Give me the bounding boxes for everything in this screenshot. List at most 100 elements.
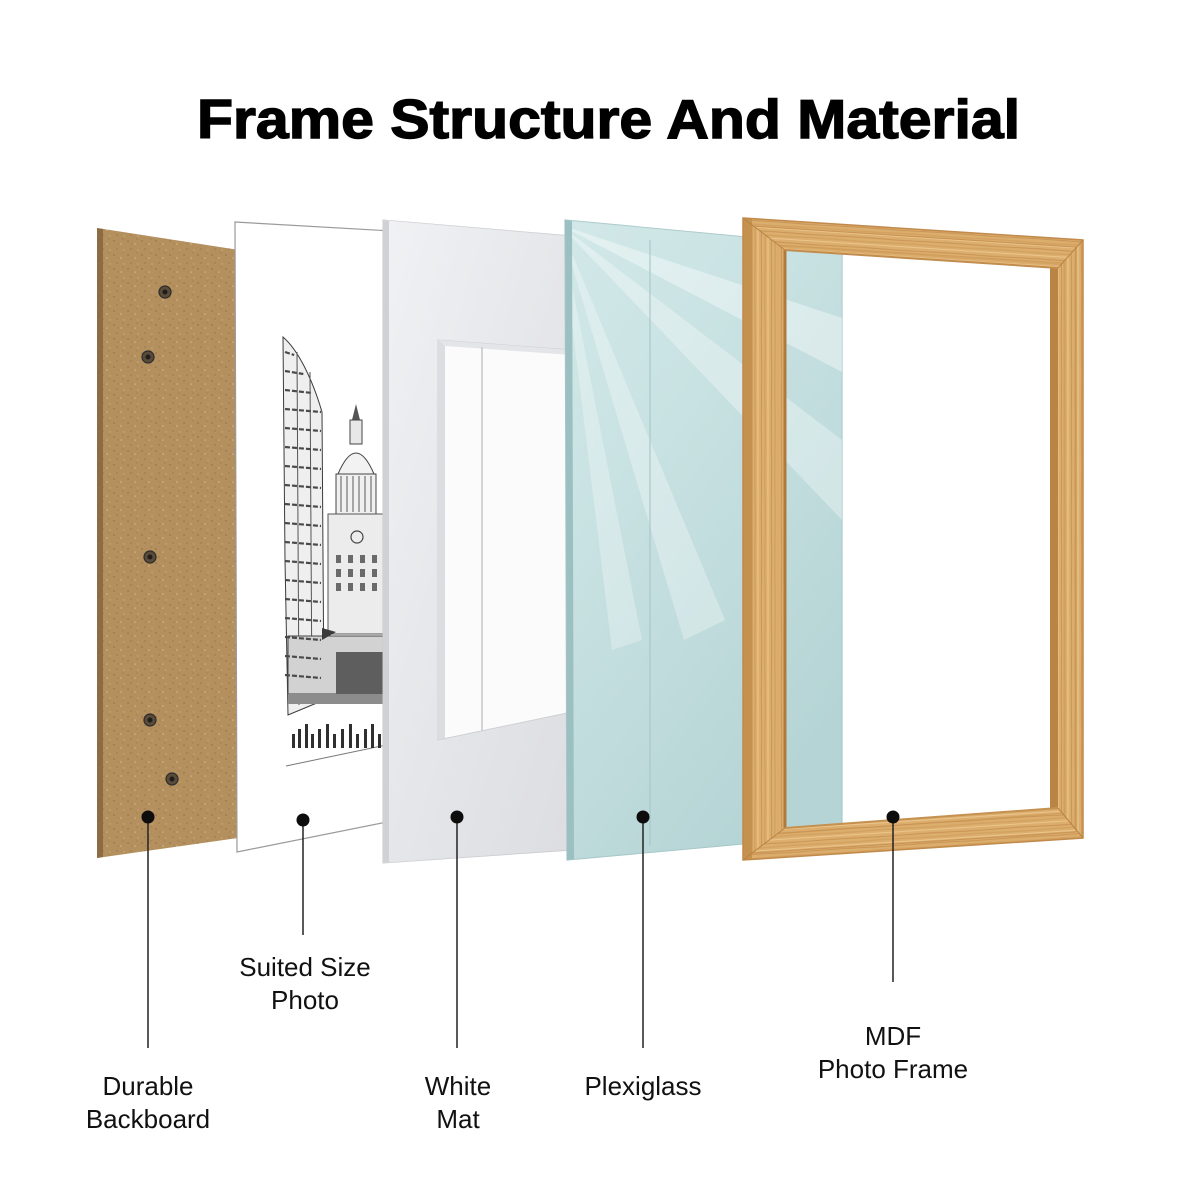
- backboard-screw: [158, 285, 172, 299]
- sketch-pedestrian: [292, 734, 295, 748]
- sketch-window-row: [284, 388, 313, 395]
- light-ray: [565, 225, 725, 640]
- screw-center: [162, 289, 168, 295]
- sketch-tower-window: [348, 569, 353, 577]
- photo-layer: [234, 221, 393, 853]
- sketch-tower-window: [360, 583, 365, 591]
- sketch-window-row: [284, 654, 322, 661]
- sketch-tower-window: [360, 569, 365, 577]
- frame-miter-joint: [1057, 239, 1084, 269]
- sketch-window-row: [284, 540, 322, 547]
- screw-center: [169, 776, 175, 782]
- plexiglass-edge: [565, 220, 574, 860]
- sketch-pedestrian: [341, 729, 344, 748]
- mat-bevel-left: [438, 340, 445, 740]
- sketch-window-row: [284, 350, 295, 357]
- sketch-tower-window: [372, 569, 377, 577]
- sketch-awning: [288, 694, 386, 704]
- page-title: Frame Structure And Material: [197, 88, 1020, 150]
- light-ray: [565, 225, 642, 650]
- sketch-pedestrian: [311, 734, 314, 748]
- sketch-tower-window: [372, 555, 377, 563]
- frame-profile-lip: [751, 225, 1077, 854]
- sketch-tower-window: [336, 555, 341, 563]
- sketch-pedestrian: [305, 724, 308, 748]
- label-photo: Suited Size Photo: [239, 813, 371, 1015]
- frame-inner-bottom-edge: [784, 807, 1059, 829]
- sketch-tower-window: [336, 583, 341, 591]
- sketch-window-row: [284, 483, 322, 490]
- frame-inner-top-edge: [784, 249, 1059, 269]
- mat-edge: [383, 220, 389, 863]
- screw-center: [145, 354, 151, 360]
- sketch-window-row: [284, 673, 322, 680]
- frame-miter-joint: [1057, 807, 1084, 839]
- sketch-pedestrian: [298, 729, 301, 748]
- sketch-tower-window: [348, 555, 353, 563]
- sketch-window-row: [284, 502, 322, 509]
- sketch-ground: [285, 744, 386, 767]
- backboard-layer: [97, 228, 252, 858]
- label-plexiglass: Plexiglass: [584, 810, 702, 1101]
- frame-left-grain: [743, 218, 785, 860]
- label-backboard: Durable Backboard: [86, 810, 210, 1134]
- sketch-bus: [336, 652, 386, 696]
- sketch-flag: [322, 628, 336, 640]
- frame-profile-bevel: [777, 244, 1065, 835]
- frame-miter-joint: [742, 827, 786, 861]
- photo-label-line1: Suited Size: [239, 952, 371, 982]
- sketch-tower-spire: [352, 404, 360, 420]
- sketch-window-row: [284, 445, 322, 452]
- sketch-window-row: [284, 464, 322, 471]
- backboard-screw: [143, 713, 157, 727]
- sketch-pedestrian: [364, 729, 367, 748]
- label-mat: White Mat: [425, 810, 491, 1134]
- frame-right-grain: [1058, 240, 1083, 838]
- backboard-label-line1: Durable: [102, 1071, 193, 1101]
- backboard-label-line2: Backboard: [86, 1104, 210, 1134]
- sketch-details: [284, 350, 381, 748]
- label-frame: MDF Photo Frame: [818, 810, 968, 1084]
- mat-bevel-top: [438, 340, 572, 355]
- plexiglass-marker-dot: [636, 810, 650, 824]
- mat-marker-dot: [450, 810, 464, 824]
- sketch-tower-clock: [350, 530, 364, 544]
- sketch-pedestrian: [371, 724, 374, 748]
- frame-bottom-grain: [743, 808, 1083, 860]
- sketch-tower-window: [372, 583, 377, 591]
- sketch-tower-window: [360, 555, 365, 563]
- sketch-window-row: [284, 407, 322, 414]
- mat-label-line1: White: [425, 1071, 491, 1101]
- mat-layer: [382, 219, 573, 864]
- sketch-window-row: [284, 597, 322, 604]
- sketch-window-row: [284, 616, 322, 623]
- frame-miter-joint: [742, 217, 786, 251]
- sketch-window-row: [284, 578, 322, 585]
- sketch-window-row: [284, 521, 322, 528]
- sketch-tower-lantern: [349, 419, 363, 445]
- sketch-pedestrian: [356, 734, 359, 748]
- sketch-tower-window: [336, 569, 341, 577]
- backboard-screw: [165, 772, 179, 786]
- mat-label-line2: Mat: [436, 1104, 480, 1134]
- sketch-dome-drum: [335, 473, 377, 515]
- screw-center: [147, 717, 153, 723]
- sketch-pedestrian: [326, 724, 329, 748]
- backboard-screw: [143, 550, 157, 564]
- sketch-tower-window: [348, 583, 353, 591]
- backboard-screw: [141, 350, 155, 364]
- frame-label-line1: MDF: [865, 1021, 921, 1051]
- mat-opening: [437, 339, 573, 741]
- sketch-pedestrian: [378, 734, 381, 748]
- sketch-window-row: [284, 369, 304, 376]
- photo-label-line2: Photo: [271, 985, 339, 1015]
- sketch-pedestrian: [333, 734, 336, 748]
- frame-inner-right-face: [1050, 267, 1058, 809]
- sketch-pedestrian: [349, 724, 352, 748]
- backboard-edge: [97, 228, 103, 858]
- screw-center: [147, 554, 153, 560]
- backboard-texture: [97, 228, 252, 858]
- backboard-marker-dot: [141, 810, 155, 824]
